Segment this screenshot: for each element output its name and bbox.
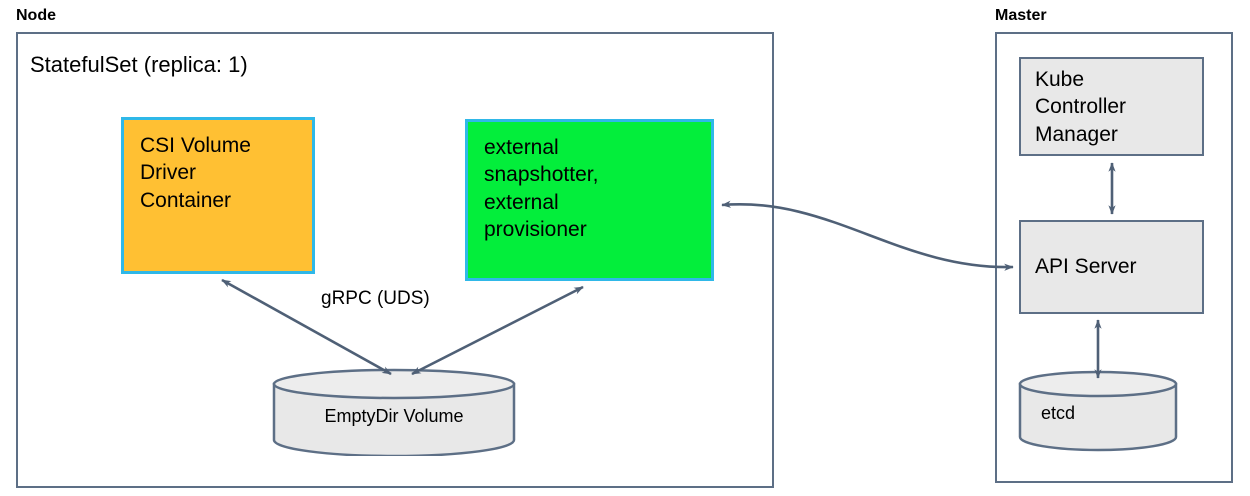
api-server-box[interactable]: API Server xyxy=(1019,220,1204,314)
external-sidecars-label: external snapshotter, external provision… xyxy=(484,136,599,241)
kube-controller-manager-label: Kube Controller Manager xyxy=(1035,68,1127,146)
grpc-uds-edge-label: gRPC (UDS) xyxy=(321,288,430,309)
csi-volume-driver-container-label: CSI Volume Driver Container xyxy=(140,134,251,212)
etcd-label: etcd xyxy=(1041,403,1076,423)
cylinder-shape xyxy=(1018,370,1178,452)
node-group-label: Node xyxy=(16,7,56,24)
cylinder-shape xyxy=(272,368,516,456)
csi-volume-driver-container-box[interactable]: CSI Volume Driver Container xyxy=(121,117,315,274)
kube-controller-manager-box[interactable]: Kube Controller Manager xyxy=(1019,57,1204,156)
emptydir-volume-label: EmptyDir Volume xyxy=(324,406,464,426)
etcd-cylinder[interactable]: etcd xyxy=(1017,370,1179,452)
external-sidecars-box[interactable]: external snapshotter, external provision… xyxy=(465,119,714,281)
api-server-label: API Server xyxy=(1035,255,1137,279)
statefulset-title: StatefulSet (replica: 1) xyxy=(30,52,248,77)
emptydir-volume-cylinder[interactable]: EmptyDir Volume xyxy=(270,368,518,456)
master-group-label: Master xyxy=(995,7,1047,24)
